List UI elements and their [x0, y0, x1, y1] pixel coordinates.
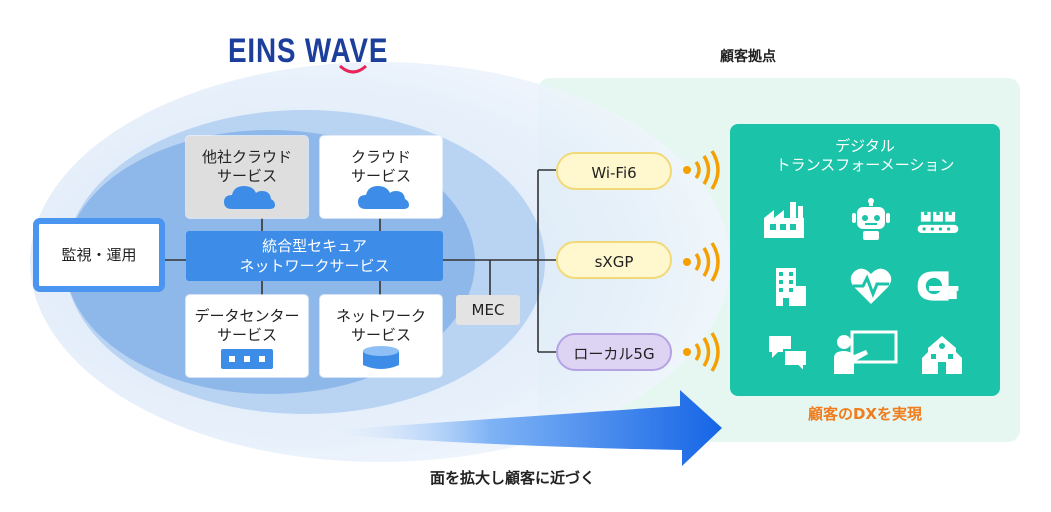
expansion-caption: 面を拡大し顧客に近づく [430, 469, 596, 487]
monitoring-label: 監視・運用 [61, 246, 137, 264]
radio-wave-icon [683, 242, 720, 282]
local-5g-pill: ローカル5G [556, 333, 672, 371]
conveyor-icon [917, 211, 959, 234]
wifi6-label: Wi-Fi6 [591, 164, 637, 182]
cloud-service-label: クラウド サービス [350, 148, 411, 185]
monitoring-box: 監視・運用 [33, 218, 165, 292]
logo-wave-icon [338, 64, 368, 74]
sxgp-pill: sXGP [556, 241, 672, 279]
school-icon [922, 336, 962, 374]
cloud-icon [224, 186, 275, 209]
mec-box: MEC [456, 295, 520, 325]
building-icon [776, 268, 806, 306]
mec-label: MEC [471, 301, 505, 319]
database-icon [363, 346, 399, 369]
local-5g-label: ローカル5G [573, 345, 655, 363]
wifi6-pill: Wi-Fi6 [556, 152, 672, 190]
cloud-icon [358, 186, 409, 209]
sxgp-label: sXGP [594, 253, 634, 271]
radio-wave-icon [683, 150, 720, 190]
mri-scanner-icon [917, 271, 959, 301]
heart-monitor-icon [850, 268, 892, 304]
factory-icon [764, 202, 804, 238]
integrated-secure-network-label: 統合型セキュア ネットワークサービス [239, 237, 390, 275]
dx-title: デジタル トランスフォーメーション [775, 137, 955, 174]
robot-icon [852, 198, 890, 240]
teacher-board-icon [834, 330, 898, 374]
server-rack-icon [221, 349, 273, 369]
dx-result-label: 顧客のDXを実現 [807, 405, 923, 423]
radio-wave-icon [683, 332, 720, 372]
network-service-label: ネットワーク サービス [335, 307, 426, 344]
integrated-secure-network-service: 統合型セキュア ネットワークサービス [186, 231, 443, 281]
other-cloud-service-label: 他社クラウド サービス [201, 148, 292, 185]
customer-site-label: 顧客拠点 [720, 49, 776, 65]
chat-icon [769, 336, 808, 375]
datacenter-service-label: データセンター サービス [194, 307, 300, 344]
eins-wave-logo: EINS WAVE [228, 32, 389, 70]
